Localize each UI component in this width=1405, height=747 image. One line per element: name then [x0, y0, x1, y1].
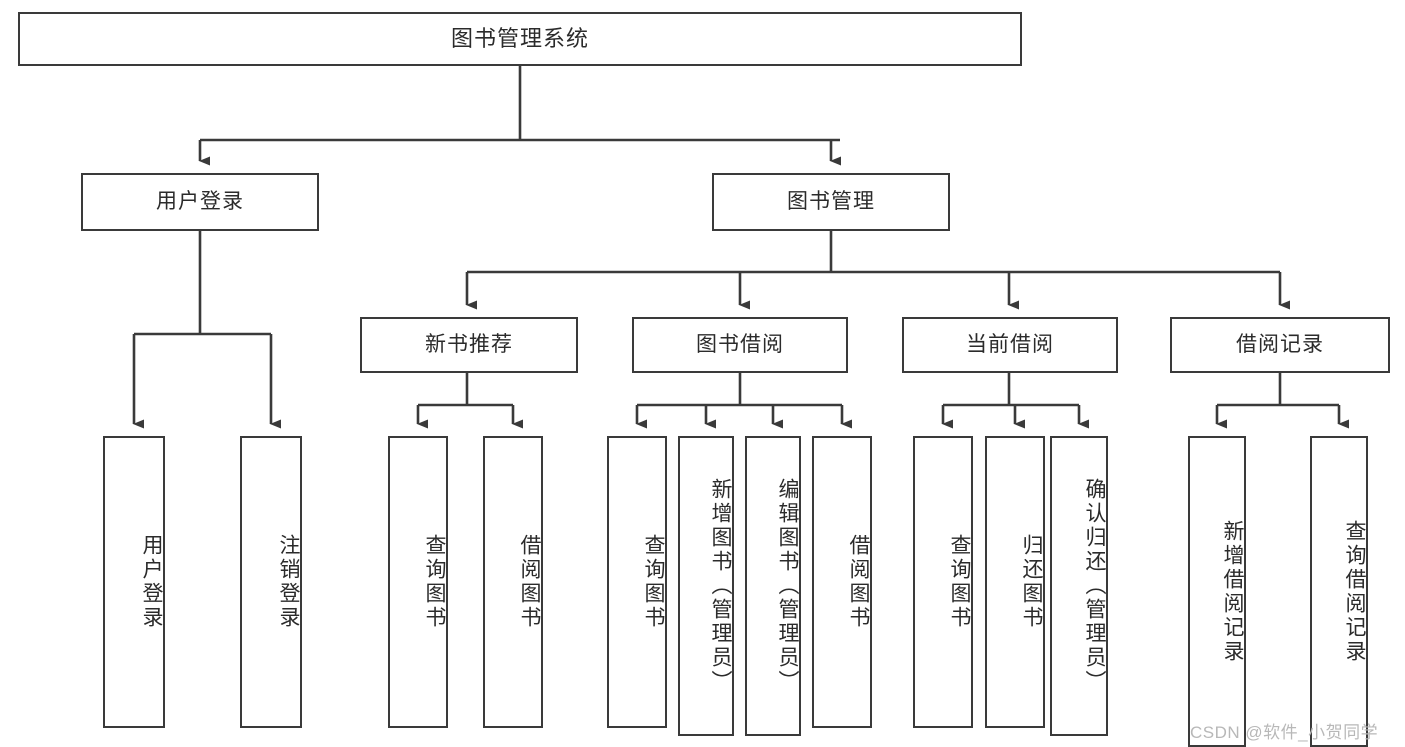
- leaf-return-book[interactable]: 归还图书: [985, 436, 1045, 728]
- leaf-borrow-book[interactable]: 借阅图书: [812, 436, 872, 728]
- leaf-query-book-current[interactable]: 查询图书: [913, 436, 973, 728]
- node-new-book-recommend[interactable]: 新书推荐: [360, 317, 578, 373]
- leaf-borrow-book-recommend[interactable]: 借阅图书: [483, 436, 543, 728]
- node-user-login[interactable]: 用户登录: [81, 173, 319, 231]
- node-borrow-records[interactable]: 借阅记录: [1170, 317, 1390, 373]
- leaf-user-login[interactable]: 用户登录: [103, 436, 165, 728]
- leaf-logout-login[interactable]: 注销登录: [240, 436, 302, 728]
- leaf-query-book-recommend[interactable]: 查询图书: [388, 436, 448, 728]
- leaf-confirm-return-admin[interactable]: 确认归还（管理员）: [1050, 436, 1108, 736]
- node-root-system[interactable]: 图书管理系统: [18, 12, 1022, 66]
- node-current-borrow[interactable]: 当前借阅: [902, 317, 1118, 373]
- node-book-borrow[interactable]: 图书借阅: [632, 317, 848, 373]
- leaf-query-borrow-record[interactable]: 查询借阅记录: [1310, 436, 1368, 747]
- leaf-edit-book-admin[interactable]: 编辑图书（管理员）: [745, 436, 801, 736]
- leaf-add-book-admin[interactable]: 新增图书（管理员）: [678, 436, 734, 736]
- leaf-query-book-borrow[interactable]: 查询图书: [607, 436, 667, 728]
- leaf-add-borrow-record[interactable]: 新增借阅记录: [1188, 436, 1246, 747]
- node-book-management[interactable]: 图书管理: [712, 173, 950, 231]
